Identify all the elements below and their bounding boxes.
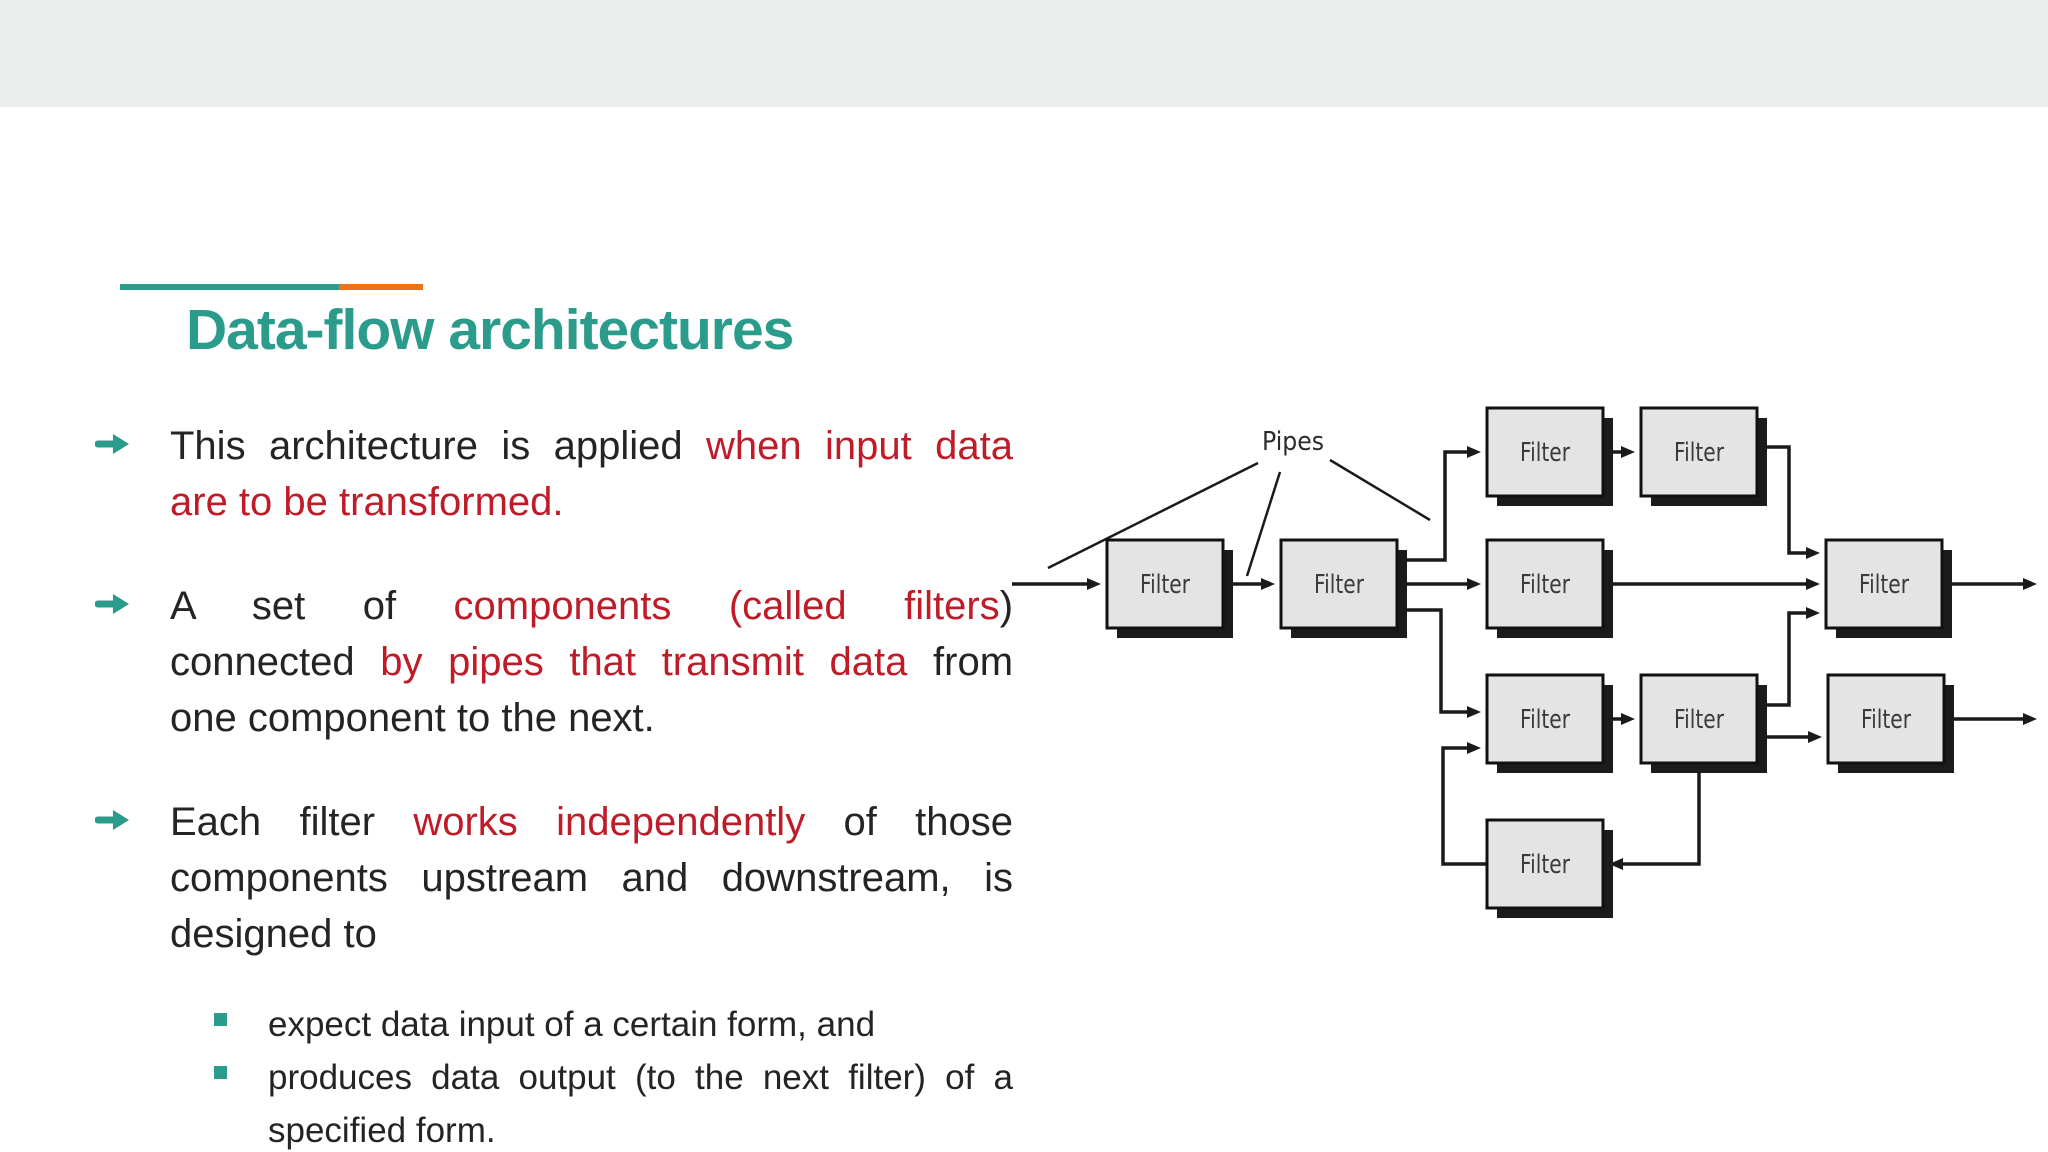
sub-bullet-text: produces data output (to the next filter…: [268, 1051, 1013, 1152]
header-band: [0, 0, 2048, 107]
body-text: ): [999, 584, 1014, 628]
filter-node-label: Filter: [1520, 705, 1570, 735]
filter-node-label: Filter: [1674, 705, 1724, 735]
filter-node-label: Filter: [1674, 438, 1724, 468]
highlighted-text: by pipes that transmit data: [380, 640, 908, 684]
body-text: from: [907, 640, 1014, 684]
text-line: designed to: [170, 906, 1013, 962]
accent-rule: [120, 284, 423, 290]
body-text: expect data input of a certain form, and: [268, 1005, 876, 1044]
page-title: Data-flow architectures: [186, 298, 794, 362]
body-text: components upstream and downstream, is: [170, 856, 1013, 900]
filter-node: Filter: [1826, 673, 1954, 773]
body-text: connected: [170, 640, 381, 684]
filter-node-label: Filter: [1520, 850, 1570, 880]
arrow-bullet-icon: [94, 794, 170, 837]
sub-bullet-item: produces data output (to the next filter…: [214, 1051, 1013, 1152]
pipes-pointer-line: [1047, 461, 1259, 570]
pipe-h-to-g: [1757, 607, 1820, 707]
pipe-j-to-f: [1441, 742, 1487, 866]
filter-node: Filter: [1639, 406, 1767, 506]
text-line: A set of components (called filters): [170, 578, 1013, 634]
text-line: components upstream and downstream, is: [170, 850, 1013, 906]
pipes-label: Pipes: [1262, 427, 1324, 457]
highlighted-text: works independently: [413, 800, 806, 844]
filter-node: Filter: [1279, 538, 1407, 638]
text-line: are to be transformed.: [170, 474, 1013, 530]
filter-node: Filter: [1485, 406, 1613, 506]
filter-node-label: Filter: [1520, 438, 1570, 468]
body-text: This architecture is applied: [170, 424, 706, 468]
text-line: This architecture is applied when input …: [170, 418, 1013, 474]
pipe-b-to-f: [1397, 608, 1481, 718]
filter-node: Filter: [1485, 538, 1613, 638]
body-text: A set of: [170, 584, 454, 628]
pipes-pointer-line: [1329, 458, 1431, 522]
text-line: produces data output (to the next filter…: [268, 1051, 1013, 1104]
pipe-d-to-g: [1757, 445, 1820, 559]
filter-node-label: Filter: [1520, 570, 1570, 600]
sub-bullet-text: expect data input of a certain form, and: [268, 998, 1013, 1051]
bullet-text: Each filter works independently of those…: [170, 794, 1013, 962]
pipe-h-to-j: [1609, 763, 1701, 870]
body-text: designed to: [170, 912, 377, 956]
highlighted-text: are to be transformed.: [170, 480, 564, 524]
body-text: specified form.: [268, 1111, 496, 1150]
pipe-b-to-c: [1397, 446, 1481, 562]
bullet-item: This architecture is applied when input …: [94, 418, 1013, 530]
bullet-item: Each filter works independently of those…: [94, 794, 1013, 962]
body-text: of those: [805, 800, 1014, 844]
accent-rule-orange-segment: [339, 284, 423, 290]
square-bullet-icon: [214, 998, 268, 1026]
bullet-text: This architecture is applied when input …: [170, 418, 1013, 530]
filter-node: Filter: [1485, 818, 1613, 918]
filter-node-label: Filter: [1314, 570, 1364, 600]
text-line: connected by pipes that transmit data fr…: [170, 634, 1013, 690]
filter-node: Filter: [1824, 538, 1952, 638]
text-line: one component to the next.: [170, 690, 1013, 746]
sub-bullet-list: expect data input of a certain form, and…: [95, 998, 1013, 1152]
square-bullet-icon: [214, 1051, 268, 1079]
text-line: expect data input of a certain form, and: [268, 998, 1013, 1051]
text-line: Each filter works independently of those: [170, 794, 1013, 850]
body-text: Each filter: [170, 800, 414, 844]
arrow-bullet-icon: [94, 578, 170, 621]
accent-rule-teal-segment: [120, 284, 339, 290]
sub-bullet-item: expect data input of a certain form, and: [214, 998, 1013, 1051]
bullet-item: A set of components (called filters)conn…: [94, 578, 1013, 746]
filter-node-label: Filter: [1859, 570, 1909, 600]
bullet-list: This architecture is applied when input …: [94, 418, 1013, 1152]
highlighted-text: when input data: [706, 424, 1013, 468]
arrow-bullet-icon: [94, 418, 170, 461]
filter-node: Filter: [1485, 673, 1613, 773]
pipes-pointer-line: [1245, 471, 1282, 577]
text-line: specified form.: [268, 1104, 1013, 1152]
body-text: one component to the next.: [170, 696, 655, 740]
filter-node-label: Filter: [1140, 570, 1190, 600]
filter-node: Filter: [1105, 538, 1233, 638]
bullet-text: A set of components (called filters)conn…: [170, 578, 1013, 746]
body-text: produces data output (to the next filter…: [268, 1058, 1013, 1097]
filter-node: Filter: [1639, 673, 1767, 773]
highlighted-text: components (called filters: [453, 584, 1000, 628]
filter-node-label: Filter: [1861, 705, 1911, 735]
